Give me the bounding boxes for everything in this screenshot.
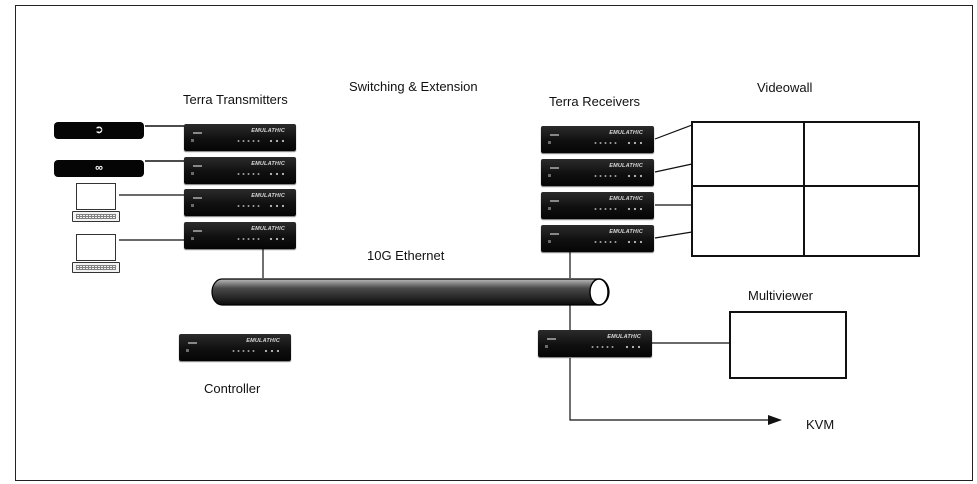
device-brand: EMULATHIC [609,229,643,235]
videowall-screen [691,121,805,187]
media-symbol: ∞ [95,162,103,174]
videowall-label: Videowall [757,80,813,95]
transmitter-device: EMULATHIC [184,124,296,151]
videowall-screen [803,121,920,187]
rx1-to-wall [654,124,693,140]
diagram-frame [15,5,973,481]
device-brand: EMULATHIC [609,163,643,169]
receiver-device: EMULATHIC [541,126,654,153]
receiver-device: EMULATHIC [541,192,654,219]
media-player-icon: ∞ [54,160,144,177]
device-brand: EMULATHIC [609,130,643,136]
videowall-screen [803,185,920,257]
device-brand: EMULATHIC [251,226,285,232]
switching-label: Switching & Extension [349,79,478,94]
videowall-screen [691,185,805,257]
kvm-arrow-line [569,358,770,421]
multiviewer-receiver-device: EMULATHIC [538,330,652,357]
bluray-player-icon: ➲ [54,122,144,139]
device-brand: EMULATHIC [251,193,285,199]
rx2-to-wall [654,163,693,173]
device-brand: EMULATHIC [246,338,280,344]
transmitter-device: EMULATHIC [184,189,296,216]
receiver-device: EMULATHIC [541,225,654,252]
transmitters-label: Terra Transmitters [183,92,288,107]
kvm-label: KVM [806,417,835,432]
bluray-symbol: ➲ [94,124,104,136]
controller-device: EMULATHIC [179,334,291,361]
rx4-to-wall [654,231,693,239]
device-brand: EMULATHIC [607,334,641,340]
receivers-label: Terra Receivers [549,94,641,109]
ethernet-label: 10G Ethernet [367,248,445,263]
multiviewer-screen [729,311,847,379]
device-brand: EMULATHIC [609,196,643,202]
laptop-icon [72,234,120,274]
receiver-device: EMULATHIC [541,159,654,186]
device-brand: EMULATHIC [251,161,285,167]
device-brand: EMULATHIC [251,128,285,134]
ethernet-pipe [211,278,610,306]
transmitter-device: EMULATHIC [184,222,296,249]
multiviewer-label: Multiviewer [748,288,814,303]
kvm-arrow-head [768,415,782,425]
controller-label: Controller [204,381,261,396]
laptop-icon [72,183,120,223]
ethernet-pipe-end [589,278,609,306]
transmitter-device: EMULATHIC [184,157,296,184]
